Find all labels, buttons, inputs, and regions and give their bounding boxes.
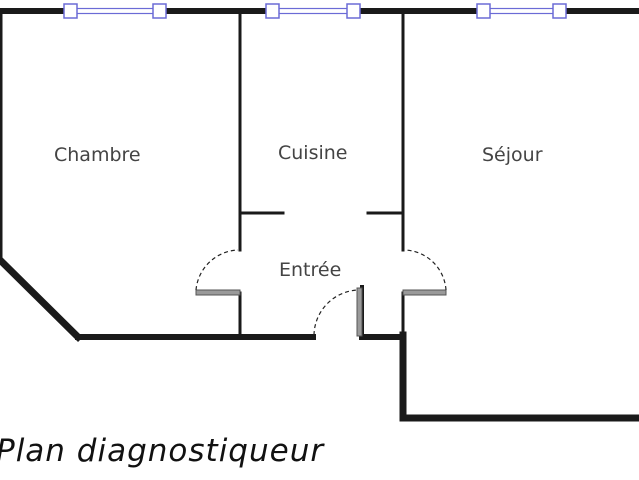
plan-caption: Plan diagnostiqueur — [0, 433, 325, 469]
room-label-entree: Entrée — [279, 259, 341, 281]
diagonal-wall — [0, 255, 83, 342]
windows — [63, 3, 567, 19]
window-chambre — [63, 3, 167, 19]
room-label-chambre: Chambre — [54, 144, 141, 166]
room-label-sejour: Séjour — [482, 144, 543, 166]
walls — [0, 8, 639, 422]
window-sejour — [476, 3, 567, 19]
doors — [195, 249, 447, 337]
window-cuisine — [265, 3, 361, 19]
room-label-cuisine: Cuisine — [278, 142, 348, 164]
door-entree — [313, 287, 363, 337]
door-chambre — [195, 249, 241, 296]
door-sejour — [402, 249, 447, 296]
